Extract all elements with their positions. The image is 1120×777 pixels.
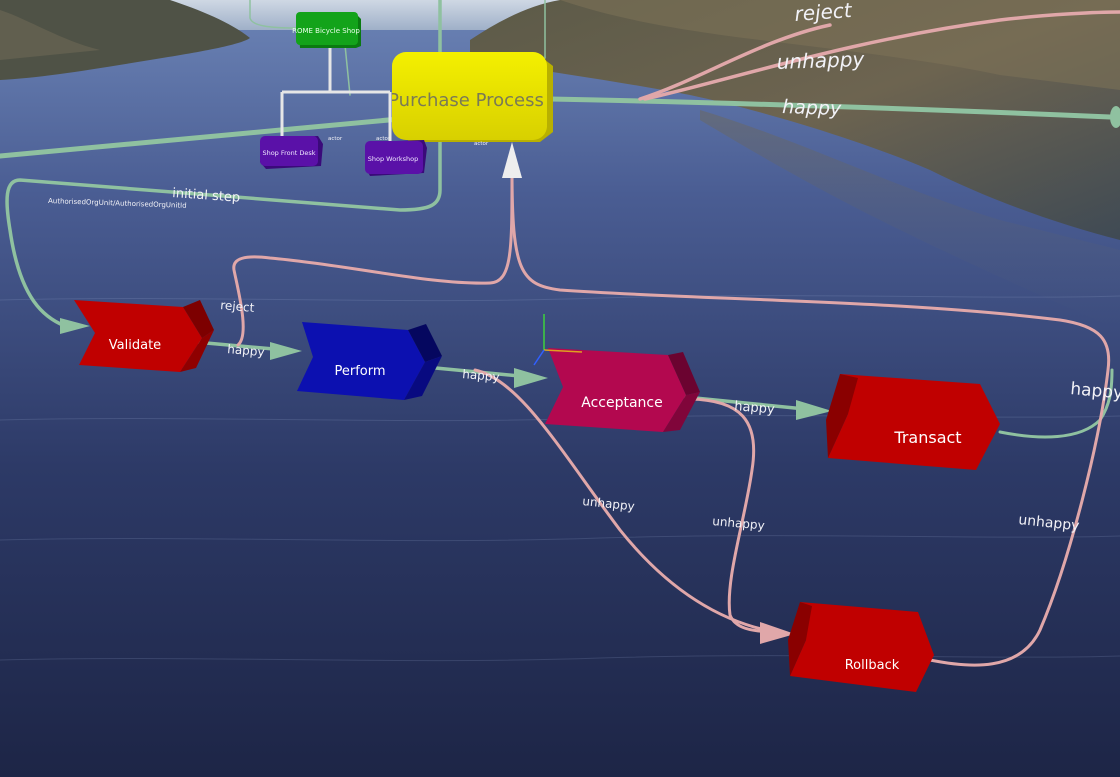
edge-happy-top[interactable] <box>547 96 1113 120</box>
node-transact[interactable]: Transact <box>826 374 1000 470</box>
label-happy-validate: happy <box>227 342 265 359</box>
unhappy-edges <box>232 10 1120 667</box>
node-label-rome-shop: ROME Bicycle Shop <box>292 27 360 35</box>
node-acceptance[interactable]: Acceptance <box>545 348 700 432</box>
node-label-validate: Validate <box>109 338 161 353</box>
label-initial-step: initial step <box>172 186 241 206</box>
node-label-shop-workshop: Shop Workshop <box>368 155 418 163</box>
node-label-rollback: Rollback <box>845 658 900 673</box>
edge-unhappy-acceptance[interactable] <box>688 397 782 634</box>
label-unhappy-acceptance: unhappy <box>712 514 766 533</box>
edge-unhappy-top[interactable] <box>643 10 1120 101</box>
node-label-purchase-process: Purchase Process <box>388 90 544 111</box>
node-rollback[interactable]: Rollback <box>788 602 934 692</box>
label-happy-acceptance: happy <box>734 399 776 417</box>
edge-unhappy-transact[interactable] <box>510 168 1111 667</box>
node-validate[interactable]: Validate <box>74 300 214 372</box>
node-shop-workshop[interactable]: Shop Workshop <box>365 140 427 176</box>
label-unhappy-perform: unhappy <box>582 494 636 513</box>
node-label-transact: Transact <box>893 428 961 447</box>
edge-reject-validate[interactable] <box>232 173 514 347</box>
label-actor-a: actor <box>328 136 343 142</box>
node-label-acceptance: Acceptance <box>581 395 662 411</box>
node-label-perform: Perform <box>334 364 385 379</box>
edge-initial-step[interactable] <box>5 0 442 328</box>
label-actor-b: actor <box>376 136 391 142</box>
node-shop-front-desk[interactable]: Shop Front Desk <box>260 136 323 169</box>
edge-unhappy-perform[interactable] <box>473 368 777 634</box>
node-rome-shop[interactable]: ROME Bicycle Shop <box>292 12 361 48</box>
node-perform[interactable]: Perform <box>297 322 442 400</box>
arrowheads <box>60 106 1120 644</box>
label-reject-validate: reject <box>220 298 255 315</box>
org-tree-connector <box>280 44 392 142</box>
label-happy-transact: happy <box>1070 379 1120 404</box>
edge-reject-top[interactable] <box>638 23 832 101</box>
axis-gizmo <box>533 314 583 366</box>
label-happy-perform: happy <box>462 367 500 384</box>
label-happy-top: happy <box>782 96 843 120</box>
label-reject-top: reject <box>794 0 854 26</box>
rome-shop-link <box>249 0 297 29</box>
rome-shop-link-2 <box>344 44 351 96</box>
label-unhappy-top: unhappy <box>776 47 865 74</box>
edge-transact-happy[interactable] <box>998 368 1114 439</box>
node-label-shop-front-desk: Shop Front Desk <box>262 149 315 157</box>
label-actor-c: actor <box>474 141 489 147</box>
label-unhappy-transact: unhappy <box>1018 512 1081 534</box>
node-purchase-process[interactable]: Purchase Process <box>388 52 553 142</box>
